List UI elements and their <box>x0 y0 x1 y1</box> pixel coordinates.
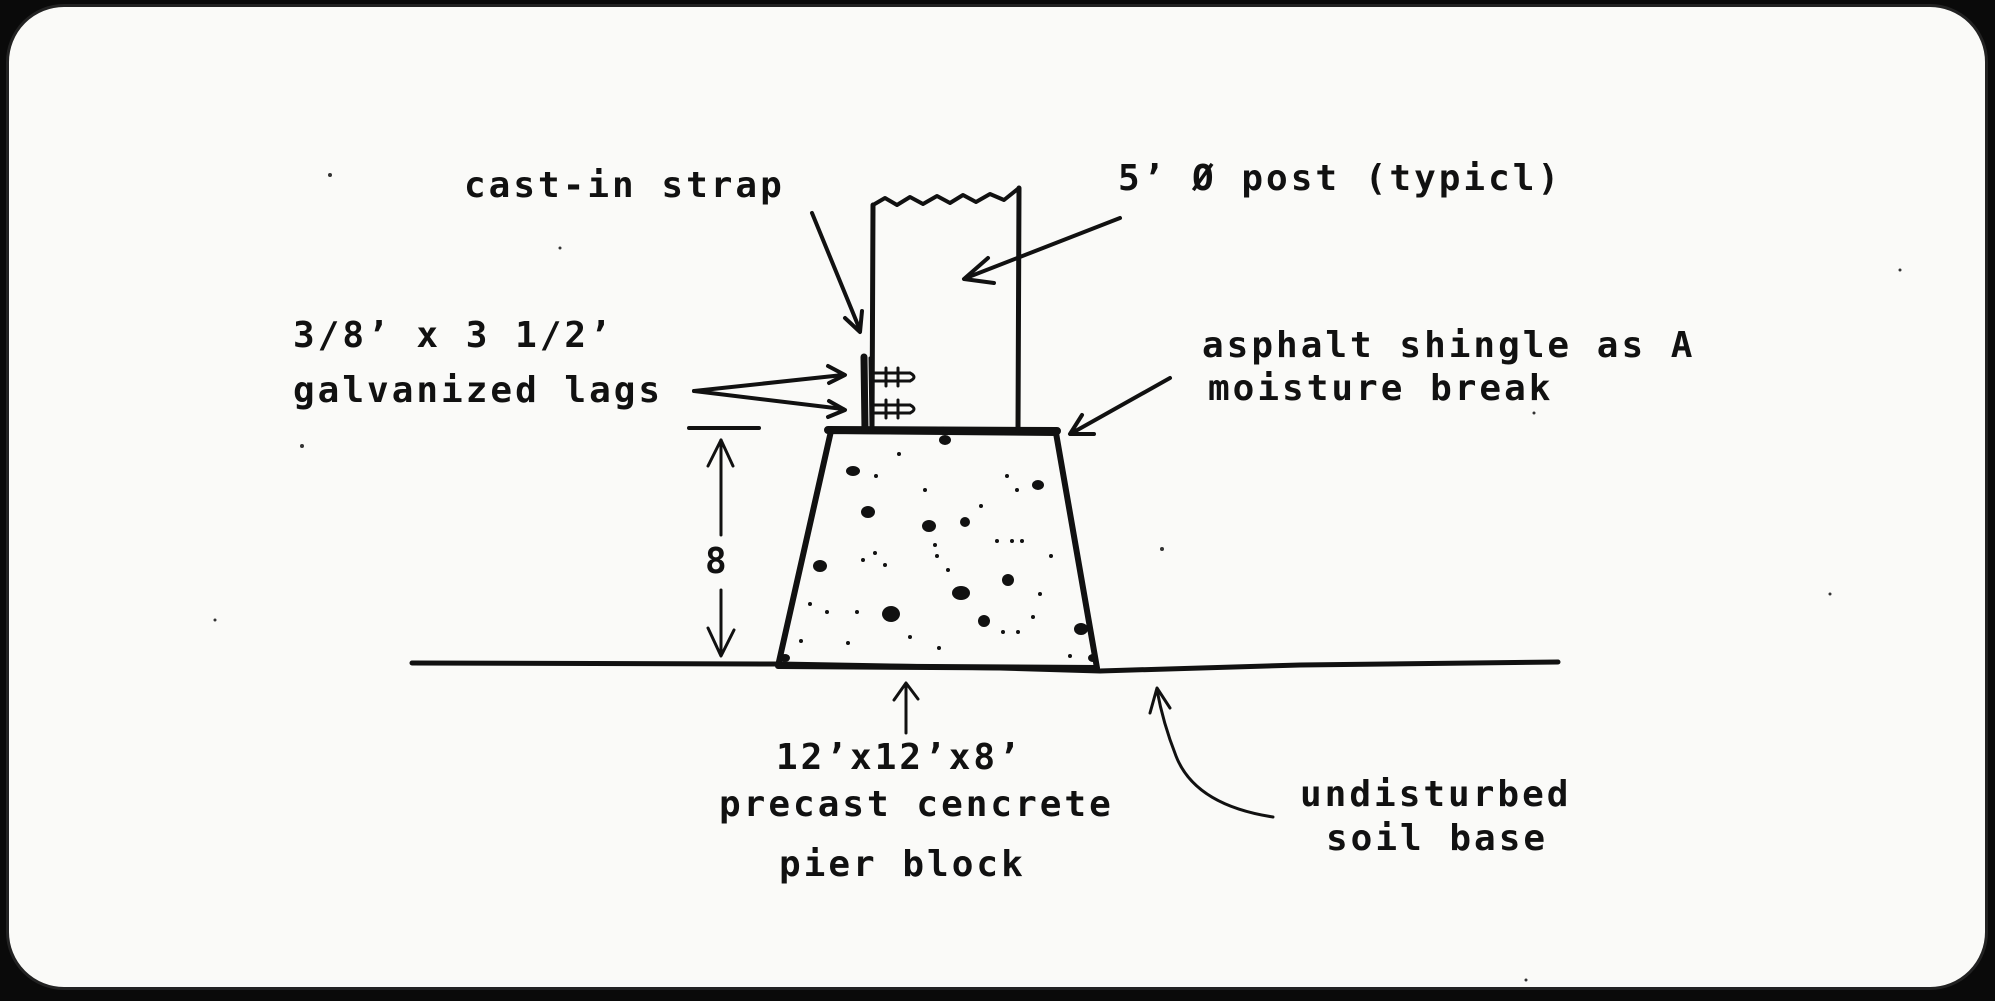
scan-specks <box>213 173 1902 982</box>
drawing-card <box>6 4 1988 990</box>
post-leader <box>964 216 1122 280</box>
label-block-type: precast cencrete <box>719 784 1114 825</box>
lags-leader-upper <box>692 373 845 393</box>
shingle-leader <box>1070 376 1172 435</box>
strap-leader <box>810 211 862 332</box>
post-break-line <box>871 186 1021 207</box>
label-shingle: asphalt shingle as A <box>1202 325 1696 366</box>
label-block-name: pier block <box>779 844 1026 885</box>
label-soil-base: soil base <box>1326 818 1549 859</box>
label-lags-size: 3/8’ x 3 1/2’ <box>293 315 614 356</box>
strap-plate <box>868 356 873 430</box>
label-lags-type: galvanized lags <box>293 370 664 411</box>
label-height-dimension: 8 <box>705 541 730 582</box>
pier-block-outline <box>775 428 1100 671</box>
lags-leader-lower <box>692 389 845 411</box>
label-undisturbed: undisturbed <box>1300 774 1572 815</box>
soil-leader <box>1155 688 1275 819</box>
post-right-edge <box>1015 185 1022 433</box>
post-left-edge <box>869 202 876 433</box>
lag-bolts <box>871 366 916 420</box>
label-post: 5’ Ø post (typicl) <box>1118 158 1563 199</box>
label-moisture-break: moisture break <box>1208 368 1554 409</box>
cast-in-strap <box>860 353 869 434</box>
label-cast-in-strap: cast-in strap <box>464 165 785 206</box>
label-block-size: 12’x12’x8’ <box>776 737 1023 778</box>
concrete-aggregate <box>780 435 1098 662</box>
